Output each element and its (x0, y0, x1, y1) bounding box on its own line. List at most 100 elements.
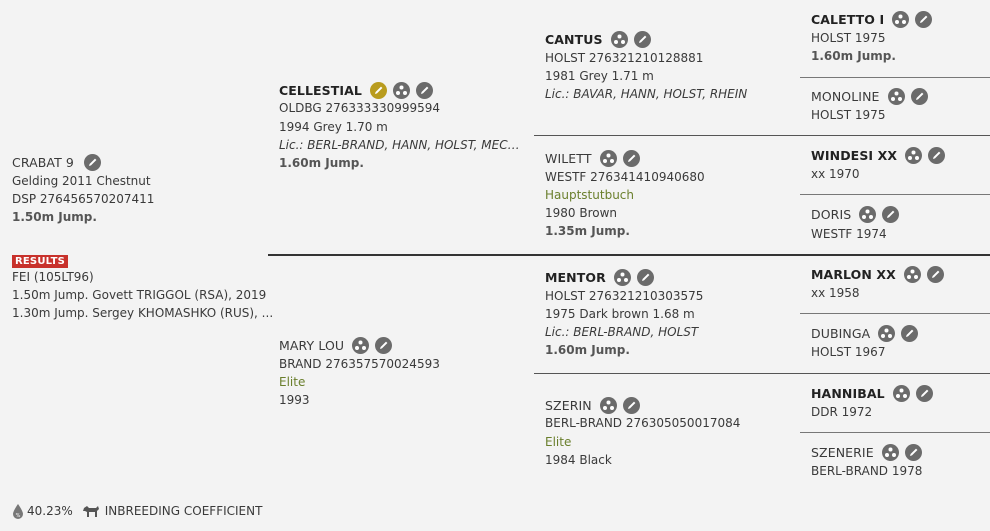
offspring-icon[interactable] (613, 269, 631, 286)
gen3-name[interactable]: DORIS (811, 207, 852, 222)
pencil-icon[interactable] (84, 154, 102, 171)
pencil-icon[interactable] (633, 31, 651, 48)
pencil-icon[interactable] (901, 325, 919, 342)
gen3-sub: xx 1958 (811, 286, 860, 300)
offspring-icon[interactable] (393, 82, 411, 99)
offspring-icon[interactable] (859, 206, 877, 223)
gen3-name-row: HANNIBAL (811, 385, 933, 403)
wilett-status: Hauptstutbuch (545, 188, 634, 202)
dam-reg: BRAND 276357570024593 (279, 357, 440, 371)
dam-year: 1993 (279, 393, 310, 407)
sire-name[interactable]: CELLESTIAL (279, 83, 363, 98)
mentor-reg: HOLST 276321210303575 (545, 289, 704, 303)
subject-name[interactable]: CRABAT 9 (12, 155, 74, 170)
dam-branch-divider (534, 373, 990, 374)
szerin-reg: BERL-BRAND 276305050017084 (545, 416, 741, 430)
cantus-lic: Lic.: BAVAR, HANN, HOLST, RHEIN (545, 87, 748, 101)
dam-name[interactable]: MARY LOU (279, 338, 345, 353)
offspring-icon[interactable] (599, 397, 617, 414)
inbreeding-percent: 40.23% (27, 504, 73, 518)
pencil-icon[interactable] (910, 88, 928, 105)
szerin-info: 1984 Black (545, 453, 612, 467)
mentor-lic: Lic.: BERL-BRAND, HOLST (545, 325, 699, 339)
sire-dam-divider (268, 254, 990, 256)
subject-reg: DSP 276456570207411 (12, 192, 155, 206)
szerin-name[interactable]: SZERIN (545, 398, 592, 413)
gen3-sub: HOLST 1967 (811, 345, 886, 359)
gen3-name-row: DORIS (811, 206, 900, 224)
gen3-name[interactable]: SZENERIE (811, 445, 874, 460)
wilett-info: 1980 Brown (545, 206, 618, 220)
gen3-name[interactable]: MONOLINE (811, 89, 880, 104)
gen3-divider-1 (800, 77, 990, 78)
results-badge[interactable]: RESULTS (12, 255, 68, 268)
offspring-icon[interactable] (881, 444, 899, 461)
drop-icon: % (13, 503, 23, 519)
mentor-name[interactable]: MENTOR (545, 270, 606, 285)
sire-reg: OLDBG 276333330999594 (279, 101, 441, 115)
gen3-divider-4 (800, 432, 990, 433)
offspring-icon[interactable] (892, 11, 910, 28)
svg-text:%: % (16, 513, 21, 519)
offspring-icon[interactable] (878, 325, 896, 342)
gen3-sub: xx 1970 (811, 167, 860, 181)
mentor-info: 1975 Dark brown 1.68 m (545, 307, 695, 321)
pencil-icon[interactable] (882, 206, 900, 223)
offspring-icon[interactable] (352, 337, 370, 354)
cantus-name[interactable]: CANTUS (545, 32, 603, 47)
pencil-icon[interactable] (928, 147, 946, 164)
sire-jump: 1.60m Jump. (279, 156, 364, 170)
pencil-icon[interactable] (636, 269, 654, 286)
gen3-sub: BERL-BRAND 1978 (811, 464, 923, 478)
horse-icon (82, 505, 99, 517)
gen3-name[interactable]: CALETTO I (811, 12, 885, 27)
gen3-sub: DDR 1972 (811, 405, 873, 419)
subject-info: Gelding 2011 Chestnut (12, 174, 151, 188)
gen3-name[interactable]: HANNIBAL (811, 386, 885, 401)
wilett-name[interactable]: WILETT (545, 151, 592, 166)
offspring-icon[interactable] (887, 88, 905, 105)
gen3-name[interactable]: DUBINGA (811, 326, 871, 341)
gen3-name-row: SZENERIE (811, 444, 922, 462)
pencil-icon[interactable] (915, 11, 933, 28)
pencil-icon[interactable] (915, 385, 933, 402)
mentor-name-row: MENTOR (545, 269, 654, 287)
offspring-icon[interactable] (610, 31, 628, 48)
sire-name-row: CELLESTIAL (279, 82, 434, 100)
offspring-icon[interactable] (905, 147, 923, 164)
pencil-icon[interactable] (622, 397, 640, 414)
sire-info: 1994 Grey 1.70 m (279, 120, 388, 134)
pencil-icon[interactable] (375, 337, 393, 354)
pencil-icon[interactable] (927, 266, 945, 283)
pencil-icon[interactable] (904, 444, 922, 461)
offspring-icon[interactable] (903, 266, 921, 283)
cantus-reg: HOLST 276321210128881 (545, 51, 704, 65)
gen3-divider-3 (800, 313, 990, 314)
offspring-icon[interactable] (599, 150, 617, 167)
wilett-reg: WESTF 276341410940680 (545, 170, 705, 184)
result-row-1: 1.50m Jump. Govett TRIGGOL (RSA), 2019 (12, 288, 267, 302)
dam-status: Elite (279, 375, 306, 389)
gen3-name[interactable]: MARLON XX (811, 267, 896, 282)
gen3-name[interactable]: WINDESI XX (811, 148, 898, 163)
mentor-jump: 1.60m Jump. (545, 343, 630, 357)
gen3-name-row: CALETTO I (811, 11, 933, 29)
gen3-jump: 1.60m Jump. (811, 49, 896, 63)
gen3-name-row: WINDESI XX (811, 147, 946, 165)
inbreeding-label: INBREEDING COEFFICIENT (104, 504, 263, 518)
gen3-name-row: DUBINGA (811, 325, 919, 343)
gen3-divider-2 (800, 194, 990, 195)
medal-icon[interactable] (370, 82, 388, 99)
pencil-icon[interactable] (622, 150, 640, 167)
subject-name-row: CRABAT 9 (12, 154, 102, 172)
cantus-name-row: CANTUS (545, 31, 651, 49)
subject-jump: 1.50m Jump. (12, 210, 97, 224)
gen3-name-row: MONOLINE (811, 88, 928, 106)
fei-id: FEI (105LT96) (12, 270, 94, 284)
gen3-sub: WESTF 1974 (811, 227, 887, 241)
cantus-info: 1981 Grey 1.71 m (545, 69, 654, 83)
pencil-icon[interactable] (416, 82, 434, 99)
gen3-sub: HOLST 1975 (811, 31, 886, 45)
offspring-icon[interactable] (892, 385, 910, 402)
szerin-status: Elite (545, 435, 572, 449)
